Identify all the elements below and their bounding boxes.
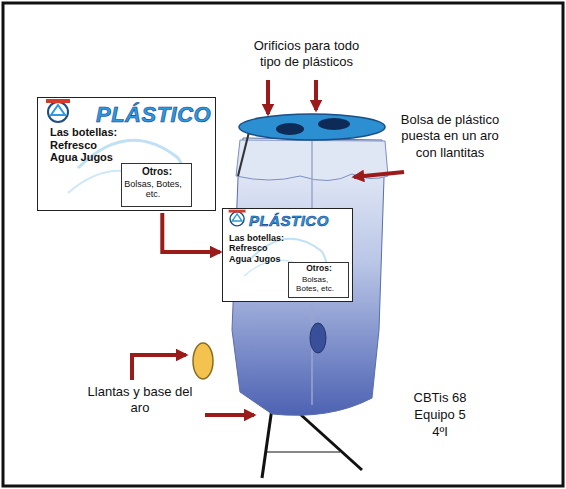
- wheel: [310, 323, 326, 353]
- others-box: Otros:Bolsas, Botes, etc.: [121, 163, 192, 207]
- card-heading: PLÁSTICO: [249, 212, 329, 229]
- stand-legs: [262, 408, 362, 478]
- hoop-strut: [238, 128, 250, 176]
- label-card: PLÁSTICO Las botellas: Refresco Agua Jugo…: [222, 208, 353, 302]
- others-box: Otros:Bolsas, Botes, etc.: [288, 262, 349, 298]
- callout-text: Llantas y base del aro: [81, 384, 199, 417]
- lid-hole: [318, 118, 350, 130]
- label-card: PLÁSTICOLas botellas: Refresco Agua Jugo…: [37, 97, 216, 211]
- card-heading: PLÁSTICO: [96, 102, 211, 127]
- team-note: CBTis 68: [400, 390, 480, 406]
- lid: [239, 114, 385, 140]
- others-body: Bolsas, Botes, etc.: [291, 275, 339, 293]
- team-note: Equipo 5: [400, 407, 480, 423]
- wheel: [193, 343, 213, 379]
- lid-hole: [276, 123, 304, 135]
- pointer-arrow: [162, 213, 220, 252]
- callout-text: Bolsa de plástico puesta en un aro con l…: [394, 112, 506, 161]
- callout-text: Orificios para todo tipo de plásticos: [244, 38, 369, 71]
- others-body: Bolsas, Botes, etc.: [124, 179, 182, 200]
- others-heading: Otros:: [293, 264, 345, 274]
- others-heading: Otros:: [126, 166, 188, 178]
- card-body: Las botellas: Refresco Agua Jugos: [50, 126, 126, 164]
- card-body: Las botellas: Refresco Agua Jugos: [229, 233, 285, 264]
- team-note: 4ºI: [400, 424, 480, 440]
- frame: [3, 3, 563, 486]
